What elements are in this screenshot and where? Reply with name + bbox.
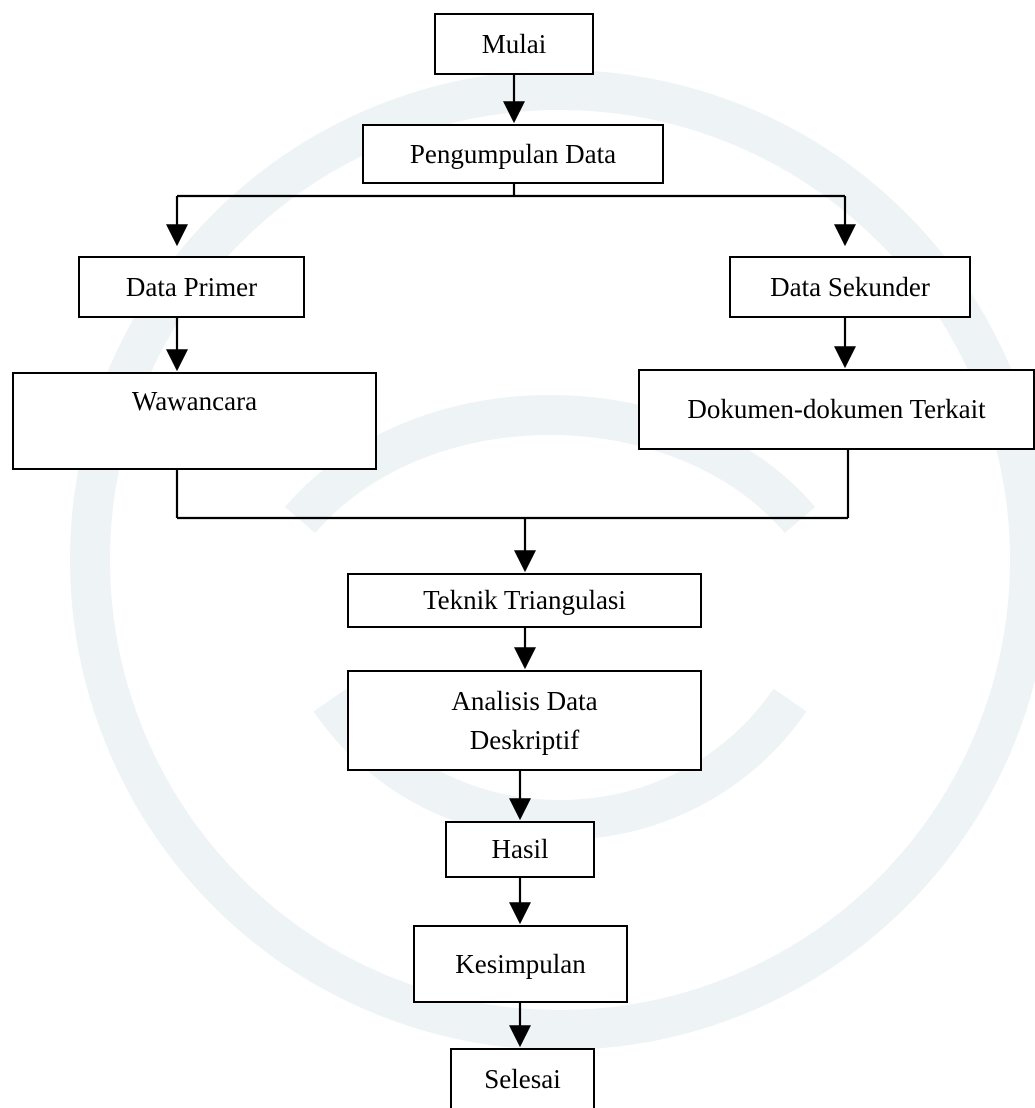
node-dokumen-terkait: Dokumen-dokumen Terkait xyxy=(638,369,1035,450)
node-data-primer: Data Primer xyxy=(78,256,305,318)
node-hasil-label: Hasil xyxy=(491,834,549,865)
node-wawancara-label: Wawancara xyxy=(131,386,258,416)
node-hasil: Hasil xyxy=(445,821,595,878)
node-teknik-triangulasi: Teknik Triangulasi xyxy=(347,573,702,628)
node-analisis-data-deskriptif: Analisis Data Deskriptif xyxy=(347,670,702,771)
node-kesimpulan: Kesimpulan xyxy=(413,925,628,1003)
node-pengumpulan-data: Pengumpulan Data xyxy=(362,124,664,184)
node-teknik-triangulasi-label: Teknik Triangulasi xyxy=(423,585,626,616)
node-data-sekunder-label: Data Sekunder xyxy=(770,271,930,302)
node-mulai: Mulai xyxy=(434,13,594,75)
node-kesimpulan-label: Kesimpulan xyxy=(455,948,586,979)
node-analisis-data-deskriptif-label: Analisis Data Deskriptif xyxy=(451,686,598,755)
node-selesai: Selesai xyxy=(450,1048,595,1108)
node-pengumpulan-data-label: Pengumpulan Data xyxy=(409,138,617,169)
node-dokumen-terkait-label: Dokumen-dokumen Terkait xyxy=(687,394,986,425)
node-data-primer-label: Data Primer xyxy=(125,271,258,302)
node-mulai-label: Mulai xyxy=(481,28,547,59)
node-wawancara: Wawancara xyxy=(12,372,377,470)
node-data-sekunder: Data Sekunder xyxy=(729,256,971,318)
node-selesai-label: Selesai xyxy=(484,1063,561,1094)
